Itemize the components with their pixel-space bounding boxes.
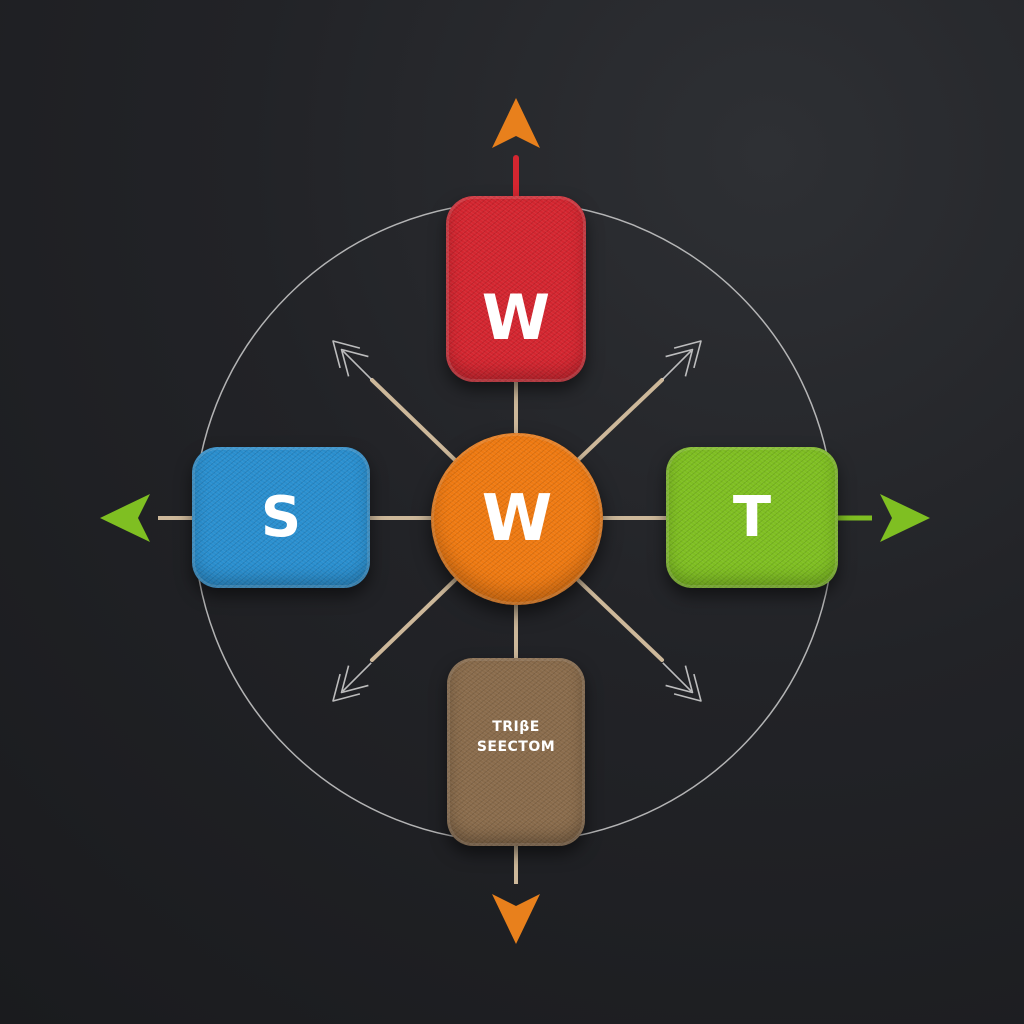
spoke-bottom-right bbox=[576, 578, 664, 662]
arrow-up-icon bbox=[492, 98, 540, 148]
arrow-down-icon bbox=[492, 894, 540, 944]
arrow-right-icon bbox=[880, 494, 930, 542]
node-top-w: W bbox=[446, 196, 586, 382]
spoke-bottom-left bbox=[370, 578, 457, 662]
node-bottom-section: TRIβE SEECTOM bbox=[447, 658, 585, 846]
diagonal-arrow-icon bbox=[662, 340, 702, 380]
spoke-top-left bbox=[370, 378, 457, 462]
node-right-t: T bbox=[666, 447, 838, 588]
diagonal-arrow-icon bbox=[332, 340, 372, 380]
node-bottom-label-line1: TRIβE bbox=[492, 719, 540, 735]
spoke-top-right bbox=[576, 378, 664, 462]
node-center-w: W bbox=[431, 433, 603, 605]
node-left-s: S bbox=[192, 447, 370, 588]
diagonal-arrow-icon bbox=[662, 662, 702, 702]
node-bottom-label-line2: SEECTOM bbox=[476, 739, 556, 755]
arrow-left-icon bbox=[100, 494, 150, 542]
diagonal-arrow-icon bbox=[332, 662, 372, 702]
